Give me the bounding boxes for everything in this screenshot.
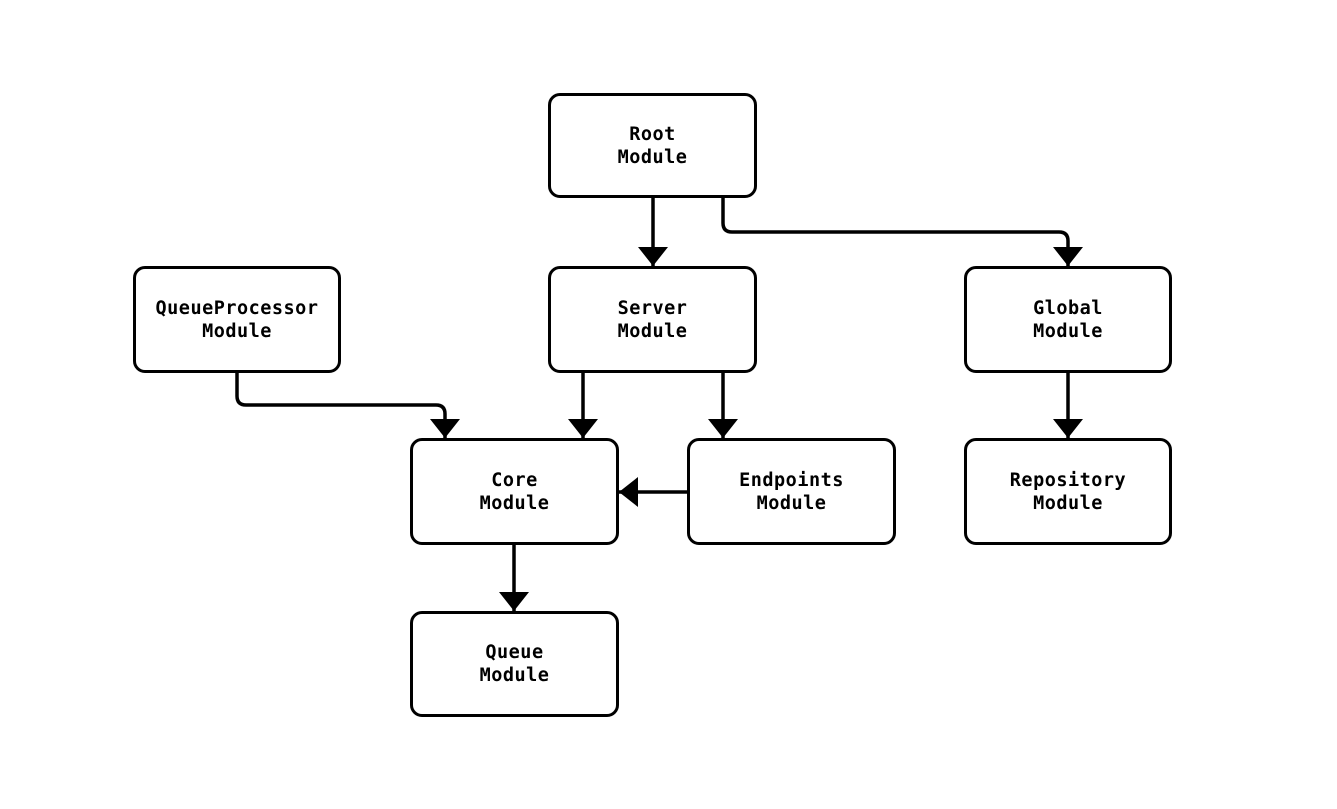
node-label: Core Module <box>479 469 550 514</box>
node-label: Global Module <box>1033 297 1103 342</box>
node-server: Server Module <box>548 266 757 373</box>
node-root: Root Module <box>548 93 757 198</box>
node-label: Server Module <box>617 297 688 342</box>
arrowhead-root-server <box>638 247 668 266</box>
arrowhead-server-core <box>568 419 598 438</box>
node-label: Repository Module <box>1009 469 1127 514</box>
node-core: Core Module <box>410 438 619 545</box>
node-label: Root Module <box>617 123 688 168</box>
node-queue: Queue Module <box>410 611 619 717</box>
node-endpoints: Endpoints Module <box>687 438 896 545</box>
node-label: Queue Module <box>479 642 550 686</box>
edge-root-global <box>721 198 1070 266</box>
node-repository: Repository Module <box>964 438 1172 545</box>
arrowhead-server-endpoints <box>708 419 738 438</box>
arrowhead-endpoints-core <box>619 477 638 507</box>
edge-queueprocessor-core <box>235 373 447 438</box>
arrowhead-root-global <box>1053 247 1083 266</box>
node-global: Global Module <box>964 266 1172 373</box>
arrowhead-global-repository <box>1053 419 1083 438</box>
node-label: QueueProcessor Module <box>155 297 319 342</box>
node-queueprocessor: QueueProcessor Module <box>133 266 341 373</box>
arrowhead-core-queue <box>499 592 529 611</box>
arrowhead-queueprocessor-core <box>430 419 460 438</box>
node-label: Endpoints Module <box>739 469 844 514</box>
